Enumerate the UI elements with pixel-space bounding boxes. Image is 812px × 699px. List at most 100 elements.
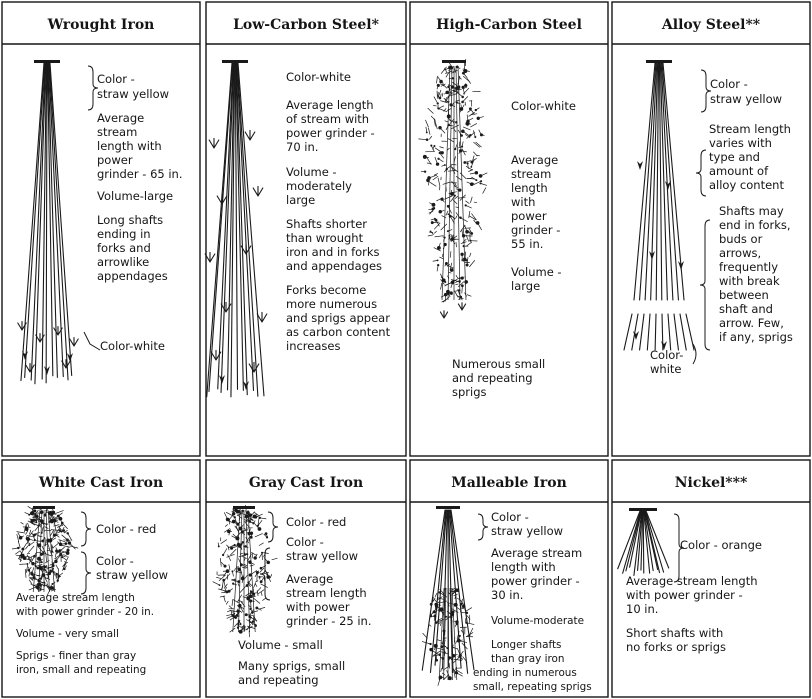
spark-sprig bbox=[456, 176, 462, 180]
panel-label: Color - bbox=[710, 77, 748, 91]
spark-burst bbox=[459, 635, 461, 637]
panel-label: of stream with bbox=[286, 112, 369, 126]
panel-label: 55 in. bbox=[511, 237, 543, 251]
spark-burst bbox=[432, 600, 434, 602]
spark-sprig bbox=[254, 598, 260, 603]
spark-sprig bbox=[456, 275, 458, 278]
panel-label: Color- bbox=[650, 348, 683, 362]
spark-sprig bbox=[467, 295, 471, 297]
spark-sprig bbox=[213, 582, 220, 586]
grinding-wheel-edge bbox=[646, 60, 672, 63]
spark-burst bbox=[461, 96, 464, 99]
spark-sprig bbox=[56, 565, 59, 570]
spark-burst bbox=[429, 648, 432, 651]
spark-burst bbox=[465, 204, 467, 206]
spark-fork bbox=[26, 364, 34, 372]
panel-label: between bbox=[719, 288, 769, 302]
spark-burst bbox=[444, 164, 446, 166]
spark-fork bbox=[253, 186, 263, 196]
spark-sprig bbox=[221, 540, 227, 544]
spark-sprig bbox=[223, 548, 227, 555]
spark-burst bbox=[237, 543, 241, 547]
pointer-line bbox=[84, 332, 100, 350]
panel-label: Longer shafts bbox=[491, 639, 561, 651]
spark-sprig bbox=[26, 564, 28, 572]
panel-label: Stream length bbox=[709, 122, 791, 136]
spark-burst bbox=[234, 516, 236, 518]
spark-burst bbox=[470, 232, 473, 235]
panel-label: Sprigs - finer than gray bbox=[16, 650, 136, 662]
spark-sprig bbox=[241, 602, 245, 607]
spark-burst bbox=[434, 219, 437, 222]
spark-sprig bbox=[439, 147, 443, 148]
spark-sprig bbox=[474, 220, 477, 223]
panel-label: Forks become bbox=[286, 283, 366, 297]
spark-burst bbox=[437, 102, 439, 104]
spark-stream bbox=[668, 314, 671, 350]
spark-pattern-nickel bbox=[618, 508, 684, 582]
panel-label: Shafts shorter bbox=[286, 217, 367, 231]
spark-sprig bbox=[428, 235, 433, 236]
panel-label: Volume-moderate bbox=[491, 615, 584, 627]
spark-stream bbox=[25, 63, 45, 377]
spark-burst bbox=[429, 643, 431, 645]
spark-burst bbox=[266, 574, 268, 576]
spark-sprig bbox=[54, 525, 60, 526]
panel-label: increases bbox=[286, 339, 340, 353]
panel-label: with power grinder - 20 in. bbox=[16, 606, 154, 618]
spark-sprig bbox=[429, 182, 436, 187]
spark-sprig bbox=[444, 85, 447, 88]
panel-label: frequently bbox=[719, 260, 778, 274]
spark-burst bbox=[41, 540, 44, 543]
spark-burst bbox=[466, 162, 468, 164]
spark-burst bbox=[434, 644, 438, 648]
spark-burst bbox=[480, 180, 482, 182]
panel-label: arrows, bbox=[719, 246, 761, 260]
spark-burst bbox=[259, 576, 261, 578]
panel-label: and repeating bbox=[452, 371, 533, 385]
spark-burst bbox=[437, 246, 441, 250]
spark-sprig bbox=[261, 584, 268, 588]
spark-burst bbox=[466, 612, 468, 614]
spark-sprig bbox=[462, 149, 465, 156]
spark-sprig bbox=[272, 558, 278, 560]
spark-burst bbox=[54, 560, 57, 563]
spark-burst bbox=[249, 608, 251, 610]
spark-sprig bbox=[470, 123, 477, 127]
spark-burst bbox=[19, 536, 23, 540]
spark-sprig bbox=[263, 553, 268, 554]
spark-sprig bbox=[240, 512, 241, 516]
spark-burst bbox=[463, 161, 466, 164]
spark-burst bbox=[426, 131, 428, 133]
spark-burst bbox=[59, 517, 63, 521]
grinding-wheel-edge bbox=[233, 506, 255, 509]
spark-pattern-alloy-steel bbox=[624, 60, 711, 364]
spark-sprig bbox=[428, 108, 434, 113]
spark-sprig bbox=[15, 551, 20, 555]
panel-label: grinder - 25 in. bbox=[286, 614, 372, 628]
spark-burst bbox=[439, 591, 441, 593]
spark-burst bbox=[33, 534, 36, 537]
spark-sprig bbox=[440, 622, 441, 626]
spark-sprig bbox=[434, 231, 436, 233]
spark-burst bbox=[477, 117, 480, 120]
spark-stream bbox=[643, 511, 644, 573]
grinding-wheel-edge bbox=[436, 506, 460, 509]
panel-title: Gray Cast Iron bbox=[249, 475, 363, 491]
panel-label: than wrought bbox=[286, 231, 364, 245]
spark-burst bbox=[266, 561, 270, 565]
spark-burst bbox=[455, 620, 458, 623]
spark-sprig bbox=[470, 253, 471, 257]
panel-label: buds or bbox=[719, 232, 763, 246]
spark-burst bbox=[438, 126, 441, 129]
spark-sprig bbox=[59, 573, 62, 576]
spark-sprig bbox=[226, 601, 228, 604]
spark-burst bbox=[461, 130, 465, 134]
spark-pattern-gray-cast-iron bbox=[213, 505, 278, 637]
spark-burst bbox=[61, 556, 63, 558]
spark-burst bbox=[441, 151, 444, 154]
spark-sprig bbox=[471, 213, 476, 220]
spark-burst bbox=[32, 519, 35, 522]
spark-fork bbox=[70, 338, 78, 346]
spark-burst bbox=[258, 527, 262, 531]
